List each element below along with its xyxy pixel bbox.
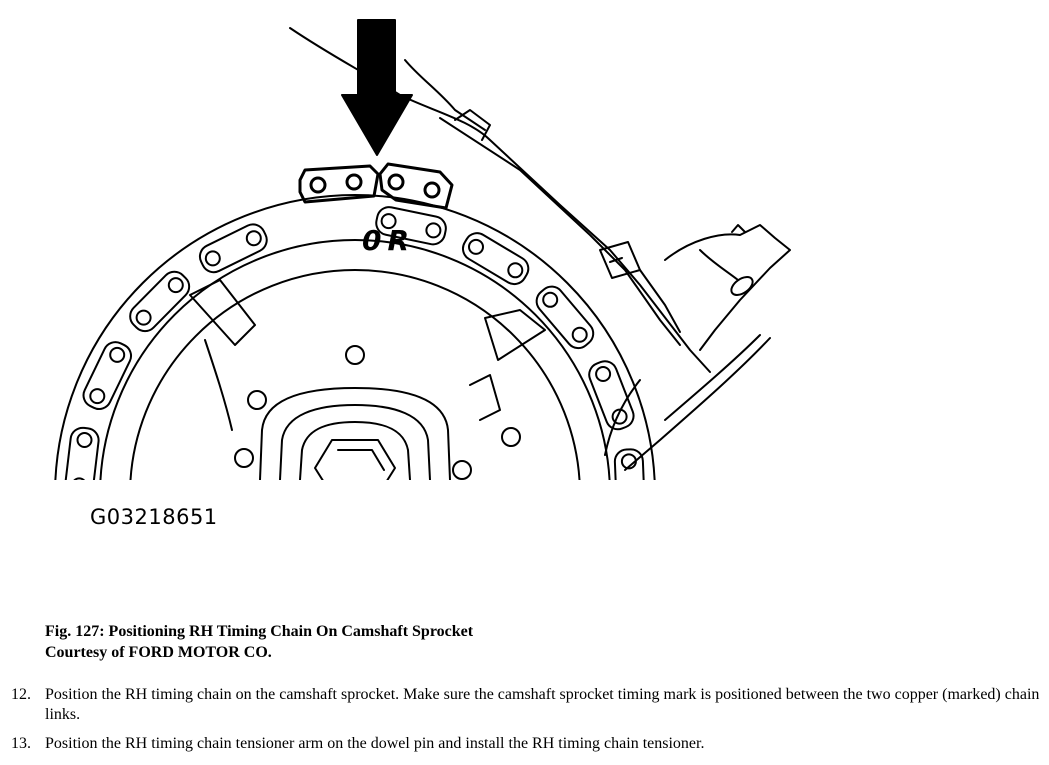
chain-pin — [595, 366, 612, 382]
chain-pin — [571, 326, 588, 343]
chain-link — [535, 285, 595, 350]
chain-link — [82, 341, 133, 410]
step-text: Position the RH timing chain on the cams… — [45, 686, 1040, 723]
chain-pin — [425, 222, 442, 239]
timing-chain — [64, 206, 646, 480]
marked-chain-links — [298, 162, 454, 210]
chain-pin — [73, 477, 86, 480]
chain-pin — [109, 346, 126, 363]
sprocket-bolt-hole — [247, 390, 267, 410]
chain-pin — [380, 213, 397, 230]
chain-link — [461, 232, 530, 286]
step-text: Position the RH timing chain tensioner a… — [45, 735, 705, 752]
camshaft-sprocket — [54, 194, 656, 480]
step-number: 13. — [11, 735, 31, 752]
chain-link — [198, 223, 268, 274]
figure-id-label: G03218651 — [90, 505, 218, 529]
chain-pin — [611, 408, 628, 425]
step-item: 12. Position the RH timing chain on the … — [0, 685, 1049, 725]
chain-link — [613, 448, 646, 480]
timing-chain-figure: 0R — [54, 19, 791, 480]
step-item: 13. Position the RH timing chain tension… — [0, 734, 1049, 754]
chain-pin — [468, 238, 484, 255]
step-number: 12. — [11, 686, 31, 703]
chain-link — [129, 270, 191, 333]
chain-pin — [76, 432, 93, 448]
chain-pin — [135, 309, 152, 326]
caption-title: Fig. 127: Positioning RH Timing Chain On… — [45, 623, 474, 640]
chain-pin — [167, 277, 184, 294]
procedure-steps: 12. Position the RH timing chain on the … — [0, 685, 1049, 763]
chain-pin — [89, 388, 106, 405]
chain-pin — [542, 291, 559, 308]
chain-link — [64, 426, 100, 480]
chain-link — [588, 360, 635, 431]
timing-arrow-icon — [341, 19, 413, 156]
chain-pin — [245, 230, 262, 247]
chain-pin — [507, 262, 524, 279]
sprocket-bolt-hole — [452, 460, 472, 480]
sprocket-diagram: 0R — [54, 19, 791, 480]
sprocket-timing-mark: 0R — [362, 224, 415, 257]
figure-caption: Fig. 127: Positioning RH Timing Chain On… — [45, 621, 473, 663]
sprocket-bolt-hole — [234, 448, 254, 468]
caption-credit: Courtesy of FORD MOTOR CO. — [45, 644, 272, 661]
chain-link — [375, 206, 447, 246]
chain-pin — [620, 453, 637, 470]
chain-pin — [204, 250, 221, 267]
sprocket-bolt-hole — [501, 427, 521, 447]
sprocket-bolt-hole — [345, 345, 365, 365]
